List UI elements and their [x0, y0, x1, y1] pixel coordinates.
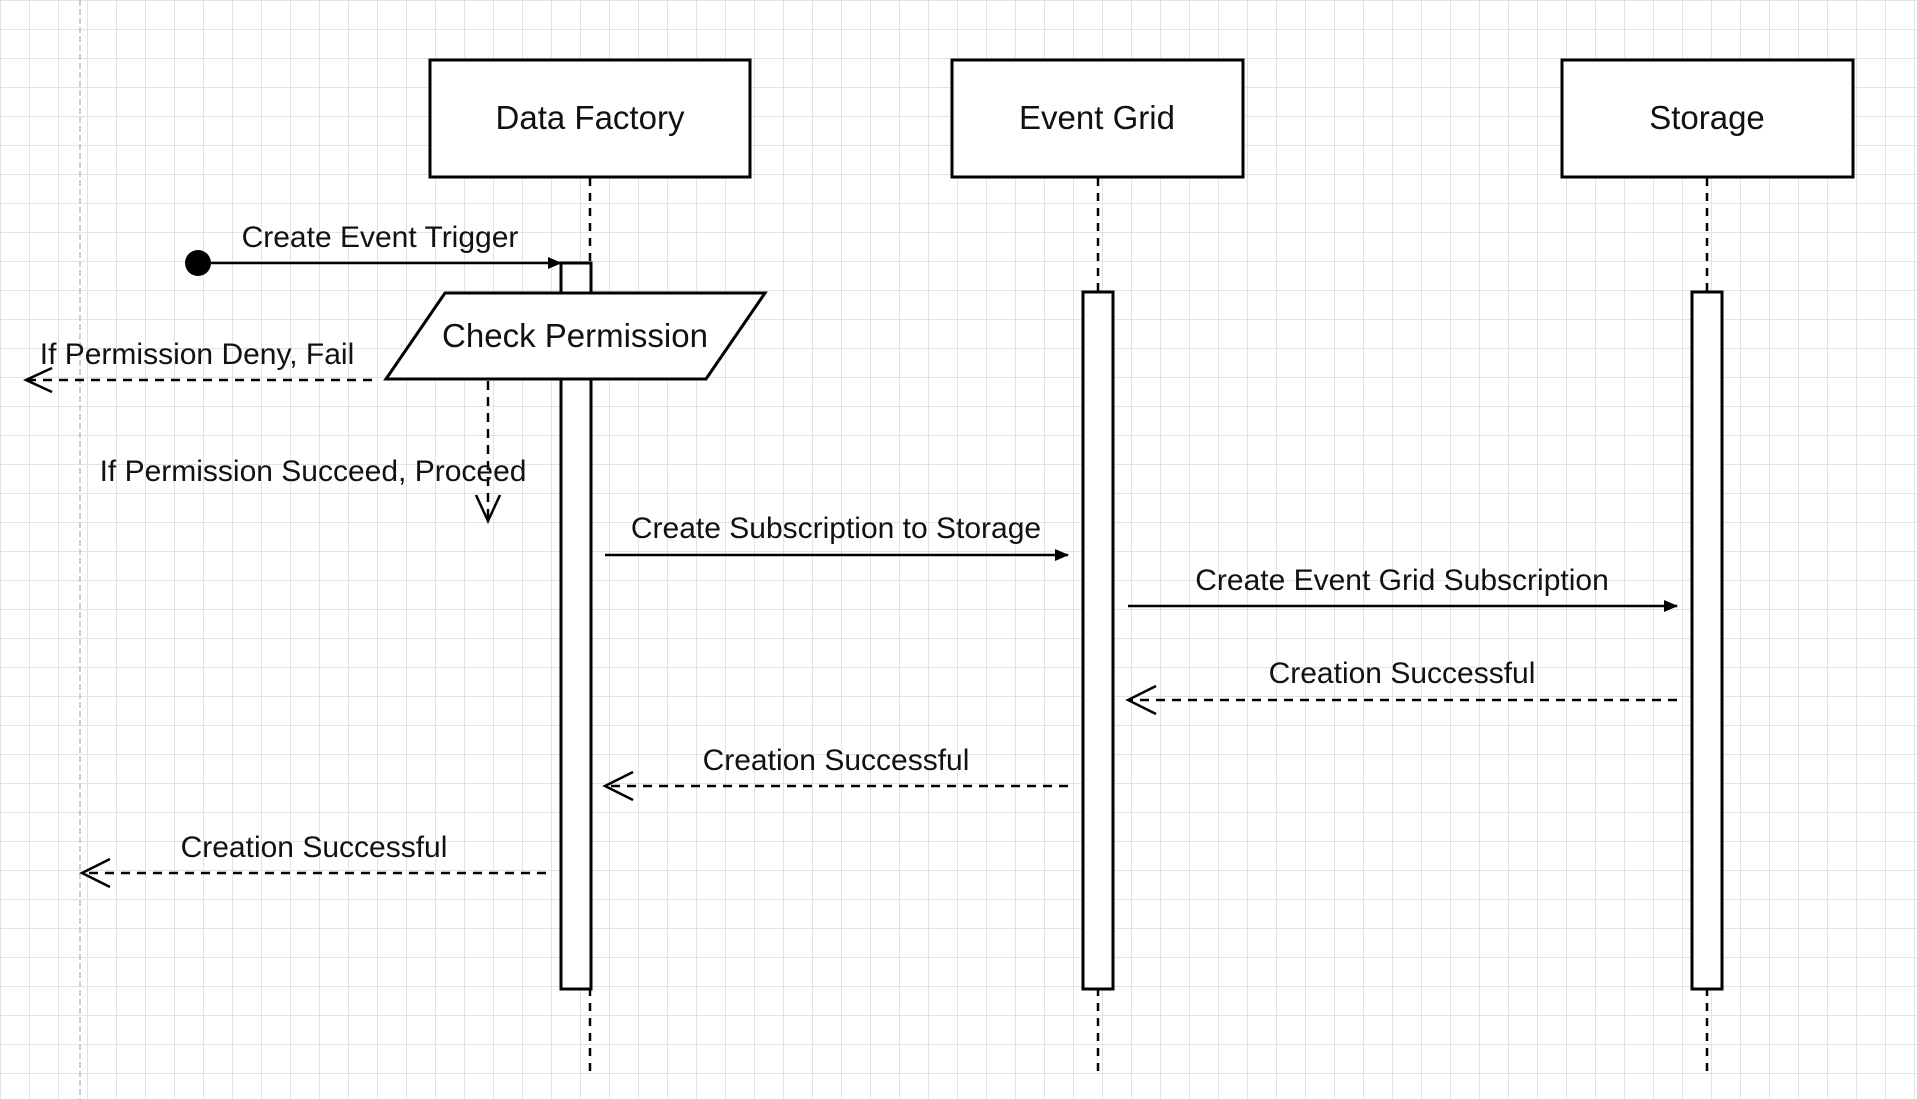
- message-create-event-trigger[interactable]: Create Event Trigger: [185, 221, 562, 276]
- message-label: Create Subscription to Storage: [631, 512, 1041, 545]
- activation-bar-storage[interactable]: [1690, 290, 1724, 991]
- message-label: If Permission Succeed, Proceed: [100, 455, 527, 488]
- message-label: Creation Successful: [703, 744, 970, 777]
- message-label: Creation Successful: [1269, 657, 1536, 690]
- participant-label: Storage: [1649, 99, 1765, 136]
- message-permission-succeed[interactable]: If Permission Succeed, Proceed: [100, 381, 527, 524]
- message-label: If Permission Deny, Fail: [40, 338, 355, 371]
- message-success-storage[interactable]: Creation Successful: [1125, 657, 1677, 716]
- message-label: Creation Successful: [181, 831, 448, 864]
- message-success-datafactory[interactable]: Creation Successful: [79, 831, 546, 889]
- message-success-eventgrid[interactable]: Creation Successful: [602, 744, 1068, 802]
- participant-label: Data Factory: [496, 99, 685, 136]
- message-label: Create Event Trigger: [242, 221, 519, 254]
- participant-label: Event Grid: [1019, 99, 1175, 136]
- message-label: Create Event Grid Subscription: [1195, 564, 1609, 597]
- activation-bar-data-factory[interactable]: [559, 261, 593, 991]
- check-permission-box[interactable]: Check Permission: [383, 291, 768, 381]
- message-create-subscription[interactable]: Create Subscription to Storage: [605, 512, 1069, 561]
- participant-storage[interactable]: Storage: [1560, 58, 1855, 179]
- participant-event-grid[interactable]: Event Grid: [950, 58, 1245, 179]
- activation-bar-event-grid[interactable]: [1081, 290, 1115, 991]
- participant-data-factory[interactable]: Data Factory: [428, 58, 752, 179]
- message-permission-deny[interactable]: If Permission Deny, Fail: [23, 338, 372, 394]
- check-permission-label: Check Permission: [442, 317, 708, 354]
- message-create-event-grid-subscription[interactable]: Create Event Grid Subscription: [1128, 564, 1678, 612]
